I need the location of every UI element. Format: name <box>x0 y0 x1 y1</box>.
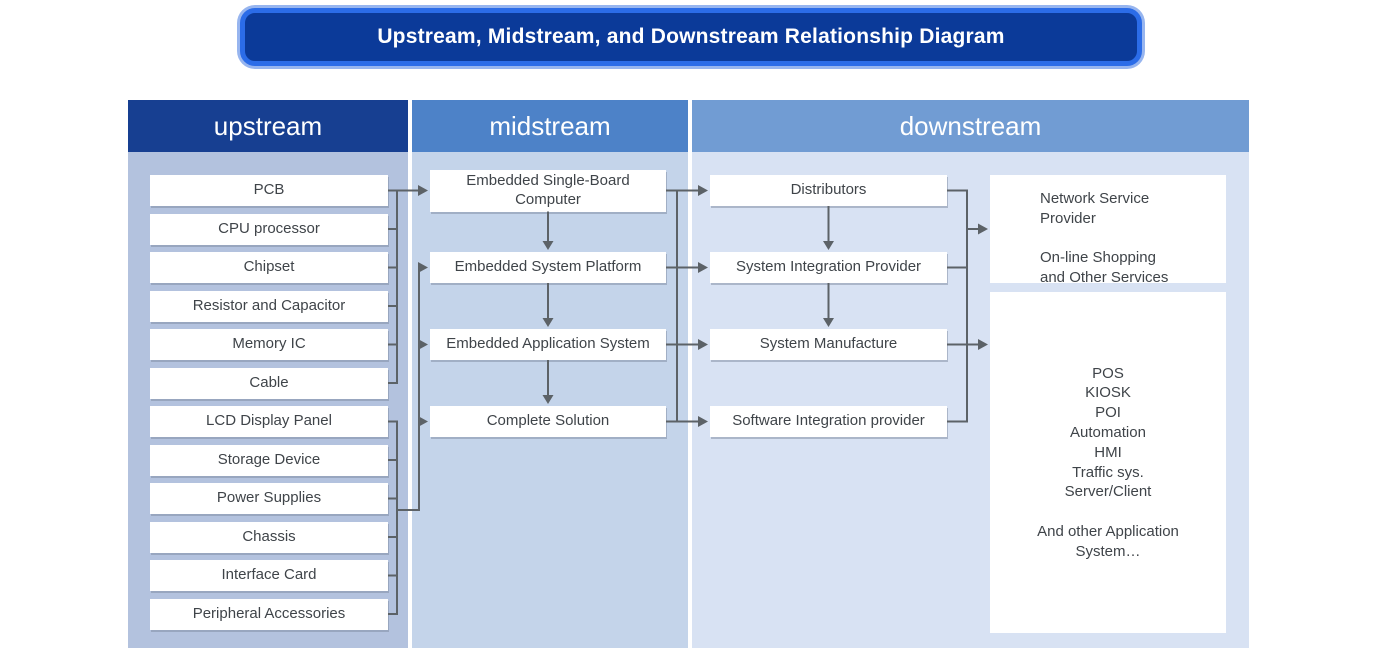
midstream-item-embedded-system-platform: Embedded System Platform <box>430 252 666 283</box>
upstream-item-cpu-processor: CPU processor <box>150 213 388 245</box>
upstream-item-memory-ic: Memory IC <box>150 329 388 360</box>
column-body-midstream <box>412 152 688 648</box>
downstream-item-system-manufacture: System Manufacture <box>710 329 947 360</box>
downstream-item-system-integration-provider: System Integration Provider <box>710 252 947 283</box>
midstream-item-embedded-application-system: Embedded Application System <box>430 329 666 360</box>
upstream-item-interface-card: Interface Card <box>150 560 388 591</box>
panel-network-services: Network Service Provider On-line Shoppin… <box>990 175 1226 286</box>
panel-application-systems: POS KIOSK POI Automation HMI Traffic sys… <box>990 292 1226 633</box>
downstream-item-software-integration-provider: Software Integration provider <box>710 406 947 437</box>
column-header-upstream: upstream <box>128 100 408 152</box>
upstream-item-cable: Cable <box>150 367 388 399</box>
downstream-item-distributors: Distributors <box>710 175 947 206</box>
upstream-item-power-supplies: Power Supplies <box>150 483 388 514</box>
upstream-item-resistor-capacitor: Resistor and Capacitor <box>150 290 388 322</box>
diagram-title: Upstream, Midstream, and Downstream Rela… <box>240 8 1142 66</box>
column-header-downstream: downstream <box>692 100 1249 152</box>
upstream-item-peripheral-accessories: Peripheral Accessories <box>150 598 388 630</box>
midstream-item-embedded-single-board-computer: Embedded Single-Board Computer <box>430 169 666 212</box>
upstream-item-pcb: PCB <box>150 175 388 206</box>
upstream-item-chipset: Chipset <box>150 252 388 283</box>
upstream-item-storage-device: Storage Device <box>150 444 388 476</box>
upstream-item-lcd-display-panel: LCD Display Panel <box>150 406 388 437</box>
column-header-midstream: midstream <box>412 100 688 152</box>
upstream-item-chassis: Chassis <box>150 521 388 553</box>
midstream-item-complete-solution: Complete Solution <box>430 406 666 437</box>
